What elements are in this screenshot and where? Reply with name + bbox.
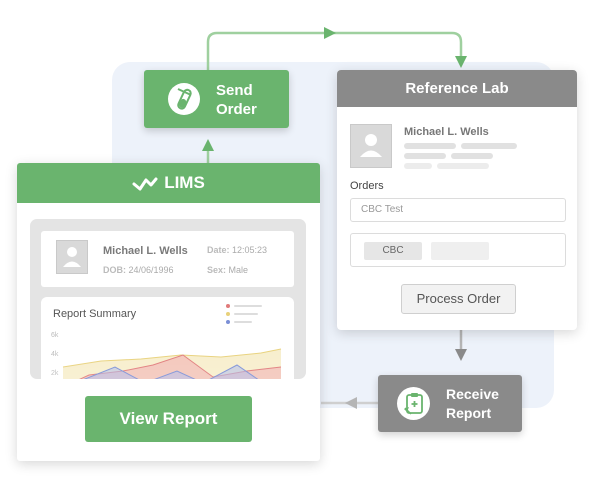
patient-name: Michael L. Wells	[103, 245, 188, 257]
report-date: Date: 12:05:23	[207, 245, 268, 255]
lims-screen: Michael L. Wells DOB: 24/06/1996 Date: 1…	[30, 219, 306, 379]
y-tick-label: 6k	[51, 332, 59, 339]
send-order-label: Send Order	[216, 82, 257, 118]
area-chart-thumbnail	[62, 348, 282, 379]
receive-report-label: Receive Report	[446, 386, 499, 421]
test-tube-icon	[168, 83, 200, 115]
report-summary-card: Report Summary 6k 4k 2k	[41, 297, 294, 379]
placeholder-line	[404, 153, 446, 159]
y-tick-label: 2k	[51, 370, 58, 377]
clipboard-check-icon	[397, 387, 430, 420]
arrowhead-into-receive	[455, 349, 467, 361]
line-series-yellow	[62, 348, 282, 368]
placeholder-line	[461, 143, 517, 149]
arrowhead-into-send-order	[202, 139, 214, 151]
receive-report-step[interactable]: Receive Report	[378, 375, 522, 432]
order-search-field[interactable]: CBC Test	[350, 198, 566, 222]
arrowhead-into-lims	[345, 397, 357, 409]
placeholder-line	[437, 163, 489, 169]
orders-label: Orders	[350, 180, 384, 192]
test-chip-cbc[interactable]: CBC	[364, 242, 422, 260]
patient-dob: DOB: 24/06/1996	[103, 265, 174, 275]
arrowhead-into-lab	[455, 56, 467, 68]
send-order-to-lab-arrow	[206, 31, 463, 70]
area-series-red	[80, 355, 281, 379]
patient-sex: Sex: Male	[207, 265, 249, 275]
placeholder-line	[404, 163, 432, 169]
patient-avatar	[350, 124, 392, 168]
area-series-blue	[85, 365, 258, 379]
y-tick-label: 4k	[51, 351, 58, 358]
lims-panel: LIMS Michael L. Wells DOB: 24/06/1996 Da…	[17, 163, 320, 461]
fade-overlay	[41, 339, 294, 379]
checkmark-wave-icon	[132, 177, 158, 191]
patient-name: Michael L. Wells	[404, 126, 489, 138]
patient-card: Michael L. Wells DOB: 24/06/1996 Date: 1…	[41, 231, 294, 287]
reference-lab-title: Reference Lab	[337, 70, 577, 107]
send-order-step[interactable]: Send Order	[144, 70, 289, 128]
line-series-blue	[83, 364, 259, 379]
placeholder-line	[404, 143, 456, 149]
reference-lab-panel: Reference Lab Michael L. Wells Orders CB…	[337, 70, 577, 330]
selected-orders-box: CBC	[350, 233, 566, 267]
lims-title: LIMS	[164, 173, 205, 192]
report-summary-title: Report Summary	[53, 308, 137, 320]
patient-avatar	[56, 240, 88, 274]
test-chip-empty	[431, 242, 489, 260]
lims-header: LIMS	[17, 163, 320, 203]
report-legend	[226, 304, 262, 324]
placeholder-line	[451, 153, 493, 159]
view-report-button[interactable]: View Report	[85, 396, 252, 442]
process-order-button[interactable]: Process Order	[401, 284, 516, 314]
arrowhead-top-middle	[324, 27, 336, 39]
